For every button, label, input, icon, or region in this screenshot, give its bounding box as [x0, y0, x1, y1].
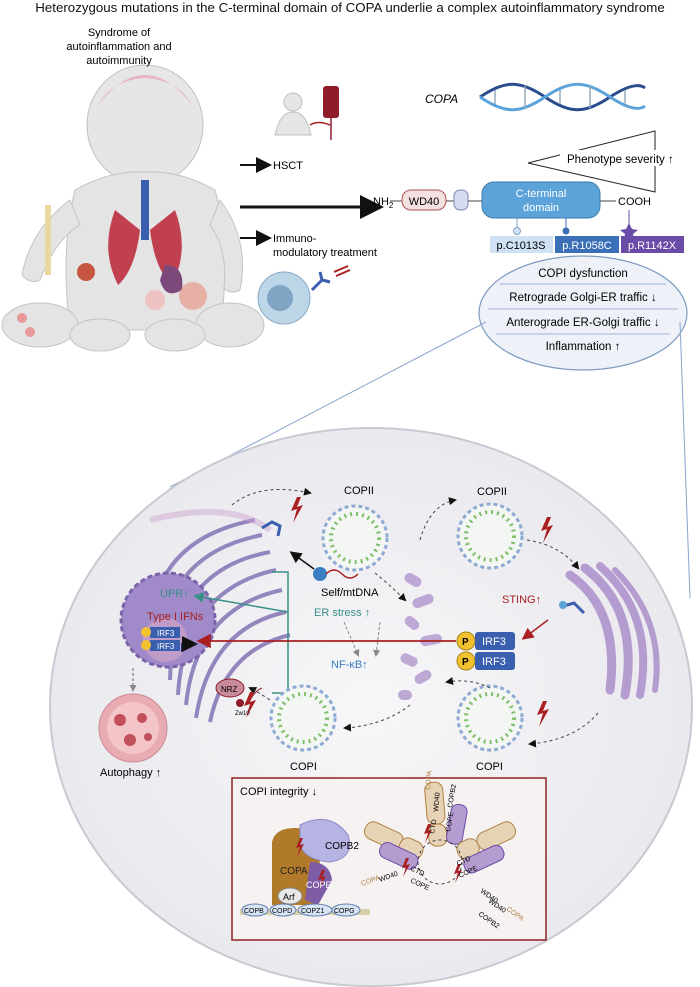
- brain-icon: [98, 75, 192, 105]
- tri-cope-top: COPE: [445, 811, 455, 832]
- phospho-label-1: P: [462, 637, 469, 648]
- golgi-apparatus: [565, 562, 660, 700]
- copi-left-label: COPI: [290, 761, 317, 773]
- dysfunction-header: COPI dysfunction: [538, 268, 627, 280]
- ergic-tubules: [398, 573, 442, 700]
- upr-arrow: [193, 592, 289, 613]
- er-sting-icon: [261, 520, 282, 537]
- irf3-1: [475, 632, 515, 650]
- nuclear-irf3-label-1: IRF3: [157, 629, 175, 638]
- lung-right-icon: [150, 210, 182, 285]
- nh2-label: NH2: [373, 196, 394, 210]
- mutation-marker-1: [513, 227, 521, 235]
- blood-bag-icon: [323, 86, 339, 118]
- irf3-label-2: IRF3: [482, 656, 506, 668]
- mutation-label-2: p.R1058C: [562, 240, 612, 252]
- self-dna-icon: [313, 567, 327, 581]
- nuclear-irf3-1: [150, 627, 180, 638]
- lightning-icon-4: [537, 701, 549, 727]
- spleen-icon: [160, 265, 183, 294]
- subunit-cope: COPE: [306, 880, 332, 890]
- lightning-icon-1: [291, 497, 303, 523]
- antibody-icon: [310, 271, 331, 292]
- self-mtdna-label: Self/mtDNA: [321, 587, 379, 599]
- immuno-label-line1: Immuno-: [273, 233, 317, 245]
- drug-icon: [333, 265, 351, 277]
- dysfunction-item-1: Retrograde Golgi-ER traffic ↓: [509, 292, 656, 304]
- subunit-copa: COPA: [280, 866, 308, 877]
- mutation-label-1: p.C1013S: [497, 240, 546, 252]
- lightning-icon-3: [244, 692, 256, 718]
- lightning-icon-2: [541, 517, 553, 543]
- zoom-line-right: [679, 321, 691, 599]
- joint-inflammation-icon: [179, 282, 207, 310]
- copii-right-label: COPII: [477, 486, 507, 498]
- cooh-label: COOH: [618, 196, 651, 208]
- lung-left-icon: [108, 210, 140, 285]
- er-stress-label: ER stress ↑: [314, 607, 370, 619]
- irf3-label-1: IRF3: [482, 636, 506, 648]
- nrz-label: NRZ: [221, 685, 238, 694]
- cterm-label-line1: C-terminal: [516, 188, 567, 200]
- nrz-complex: [215, 678, 245, 698]
- kidney-icon: [77, 263, 95, 281]
- mutation-r1142x: [621, 236, 684, 253]
- nuclear-irf3-2: [150, 640, 180, 651]
- tri-copb2-top: COPB2: [447, 784, 458, 809]
- tri-wd40-top: WD40: [433, 792, 442, 812]
- trachea-icon: [141, 180, 149, 240]
- syndrome-label-line2: autoinflammation and: [66, 41, 171, 53]
- nfkb-label: NF-κB↑: [331, 659, 368, 671]
- sting-label: STING↑: [502, 594, 541, 606]
- tri-ctd-top: CTD: [429, 819, 438, 834]
- hsct-label: HSCT: [273, 160, 303, 172]
- dna-helix-icon: [479, 82, 646, 112]
- copi-right-label: COPI: [476, 761, 503, 773]
- cterm-domain: [481, 181, 601, 219]
- mutation-c1013s: [490, 236, 553, 253]
- tri-copa-top: COPA: [425, 770, 434, 790]
- irf3-2: [475, 652, 515, 670]
- transplant-illustration: [274, 86, 339, 140]
- coatomer-illustration: [240, 818, 370, 917]
- zw10-icon: [236, 699, 244, 707]
- nuclear-irf3-label-2: IRF3: [157, 642, 175, 651]
- mutation-label-3: p.R1142X: [628, 240, 677, 252]
- integrity-header: COPI integrity ↓: [240, 786, 317, 798]
- immune-cell-icon: [257, 265, 351, 325]
- subunit-arf: Arf: [283, 892, 295, 902]
- subunit-copg: COPG: [334, 908, 355, 915]
- subunit-copz1: COPZ1: [301, 908, 324, 915]
- mutation-marker-2: [562, 227, 570, 235]
- syndrome-label-line1: Syndrome of: [88, 27, 151, 39]
- dysfunction-item-2: Anterograde ER-Golgi traffic ↓: [506, 317, 659, 329]
- upr-label: UPR↑: [160, 588, 189, 600]
- zw10-label: Zw10: [235, 711, 250, 717]
- autophagy-label: Autophagy ↑: [100, 767, 161, 779]
- transcription-arrow: [181, 636, 198, 652]
- page-title: Heterozygous mutations in the C-terminal…: [35, 0, 665, 15]
- patient-child-illustration: [1, 64, 265, 352]
- subunit-copd: COPD: [272, 908, 292, 915]
- syndrome-label-line3: autoimmunity: [86, 55, 152, 67]
- copii-top-label: COPII: [344, 485, 374, 497]
- subunit-copb2: COPB2: [325, 841, 359, 852]
- wd40-domain: [401, 189, 447, 211]
- dysfunction-item-3: Inflammation ↑: [546, 341, 621, 353]
- wd40-label: WD40: [409, 196, 440, 208]
- cterm-label-line2: domain: [523, 202, 559, 214]
- immuno-label-line2: modulatory treatment: [273, 247, 377, 259]
- gene-name: COPA: [425, 92, 458, 106]
- subunit-copb: COPB: [244, 908, 264, 915]
- mutation-marker-3: [620, 223, 638, 240]
- phospho-label-2: P: [462, 657, 469, 668]
- type1-ifn-label: Type I IFNs: [147, 611, 204, 623]
- copa-protein-domains: NH2 WD40 C-terminal domain COOH p.C1013S…: [373, 181, 684, 253]
- linker-domain: [453, 189, 469, 211]
- mutation-r1058c: [555, 236, 619, 253]
- bone-icon: [45, 205, 51, 275]
- er-stress-bracket: [272, 571, 289, 694]
- severity-label: Phenotype severity ↑: [567, 154, 674, 166]
